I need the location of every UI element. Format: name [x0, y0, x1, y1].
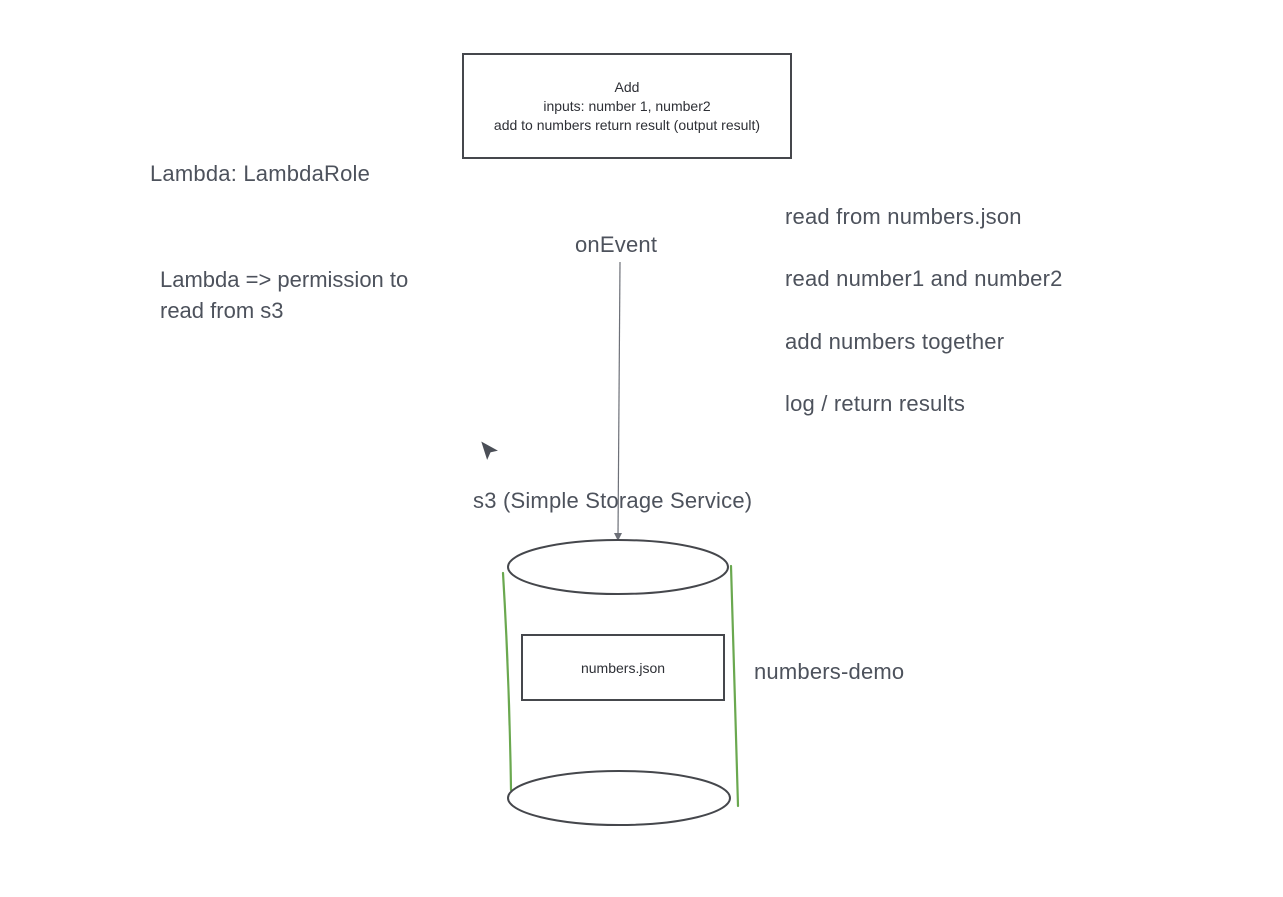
event-arrow-head: [614, 533, 622, 541]
step-item: log / return results: [785, 391, 966, 416]
bucket-bottom-ellipse: [507, 770, 731, 826]
event-arrow-line: [617, 261, 621, 537]
mouse-pointer-icon: [479, 439, 501, 463]
bucket-top-ellipse: [507, 539, 729, 595]
lambda-function-box: Add inputs: number 1, number2 add to num…: [462, 53, 792, 159]
permission-note-line2: read from s3: [160, 298, 284, 323]
permission-note: Lambda => permission to read from s3: [160, 264, 408, 326]
storage-label: s3 (Simple Storage Service): [473, 488, 753, 513]
lambda-description: add to numbers return result (output res…: [493, 116, 761, 133]
permission-note-line1: Lambda => permission to: [160, 267, 409, 292]
event-label: onEvent: [575, 232, 658, 257]
file-box: numbers.json: [521, 634, 725, 701]
step-item: add numbers together: [785, 329, 1005, 354]
file-name: numbers.json: [580, 659, 666, 676]
bucket-left-side: [501, 571, 513, 792]
step-item: read number1 and number2: [785, 266, 1063, 291]
bucket-right-side: [729, 564, 740, 808]
bucket-name: numbers-demo: [754, 659, 905, 684]
lambda-title: Add: [614, 78, 640, 95]
lambda-inputs: inputs: number 1, number2: [543, 97, 711, 114]
step-item: read from numbers.json: [785, 204, 1022, 229]
lambda-role-label: Lambda: LambdaRole: [150, 161, 371, 186]
